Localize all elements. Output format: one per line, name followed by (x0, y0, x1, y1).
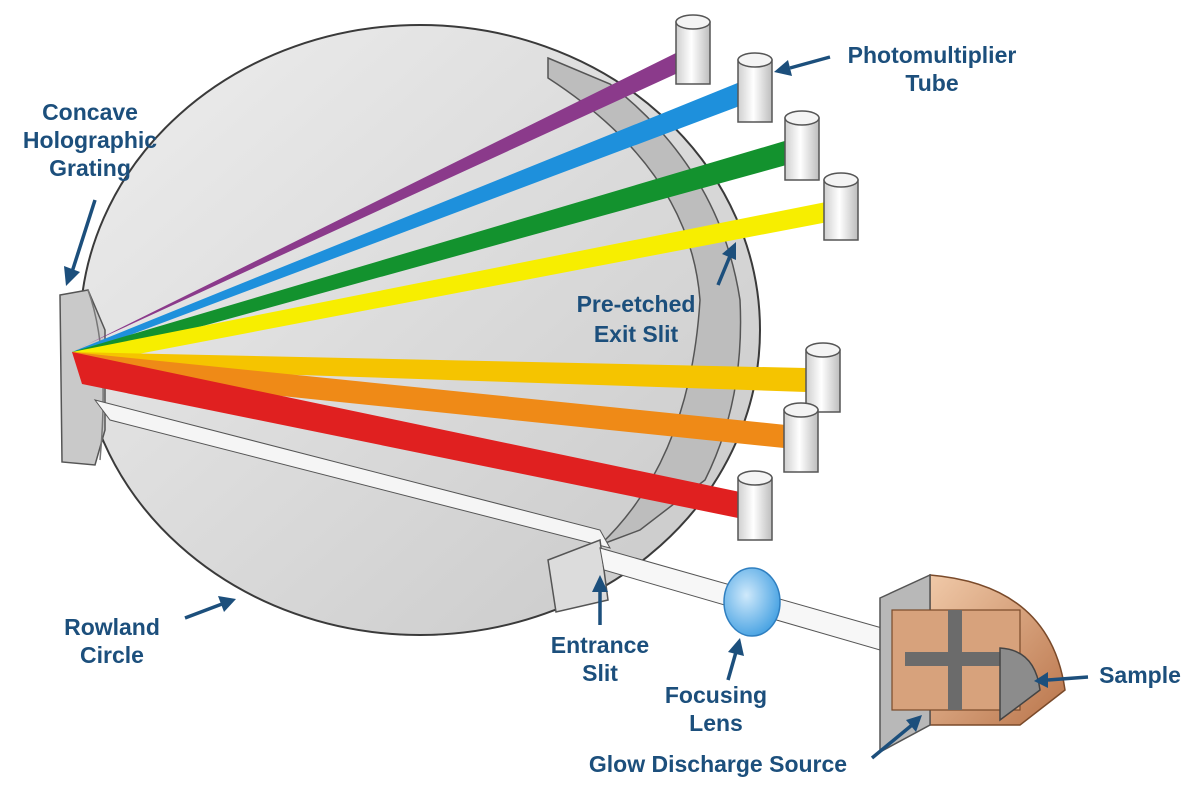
grating-label-line-1: Concave (42, 99, 138, 125)
photomultiplier-tubes (675, 14, 859, 541)
spectral-beams (72, 50, 828, 518)
focusing-lens (723, 567, 781, 637)
pmt-6 (783, 402, 819, 473)
incident-beam (93, 399, 612, 549)
source-label: Glow Discharge Source (589, 751, 847, 777)
rowland-label-line-1: Rowland (64, 614, 160, 640)
exit-slit-label-line-2: Exit Slit (594, 321, 679, 347)
glow-discharge-source (879, 573, 1066, 754)
yellow-beam (72, 202, 828, 362)
pmt-label-line-1: Photomultiplier (848, 42, 1017, 68)
entrance-slit-label-line-2: Slit (582, 660, 618, 686)
purple-beam (72, 50, 682, 352)
callout-arrows (64, 55, 1089, 760)
pmt-label-line-2: Tube (905, 70, 958, 96)
exit-slit-label-line-1: Pre-etched (577, 291, 696, 317)
pmt-3 (784, 110, 820, 181)
red-beam (72, 352, 740, 518)
entrance-slit-label-line-1: Entrance (551, 632, 649, 658)
pmt-4 (823, 172, 859, 241)
entrance-slit-block (547, 538, 609, 613)
pmt-7 (737, 470, 773, 541)
pmt-1 (675, 14, 711, 85)
lens-label-line-2: Lens (689, 710, 743, 736)
orange-beam (72, 352, 786, 448)
gold-beam (72, 352, 806, 392)
grating-label-line-2: Holographic (23, 127, 157, 153)
labels: Concave Holographic Grating Photomultipl… (23, 42, 1181, 777)
grating-label-line-3: Grating (49, 155, 131, 181)
pmt-5 (805, 342, 841, 413)
blue-beam (72, 82, 745, 352)
pmt-2 (737, 52, 773, 123)
lens-label-line-1: Focusing (665, 682, 767, 708)
sample-label: Sample (1099, 662, 1181, 688)
rowland-label-line-2: Circle (80, 642, 144, 668)
green-beam (72, 140, 790, 356)
